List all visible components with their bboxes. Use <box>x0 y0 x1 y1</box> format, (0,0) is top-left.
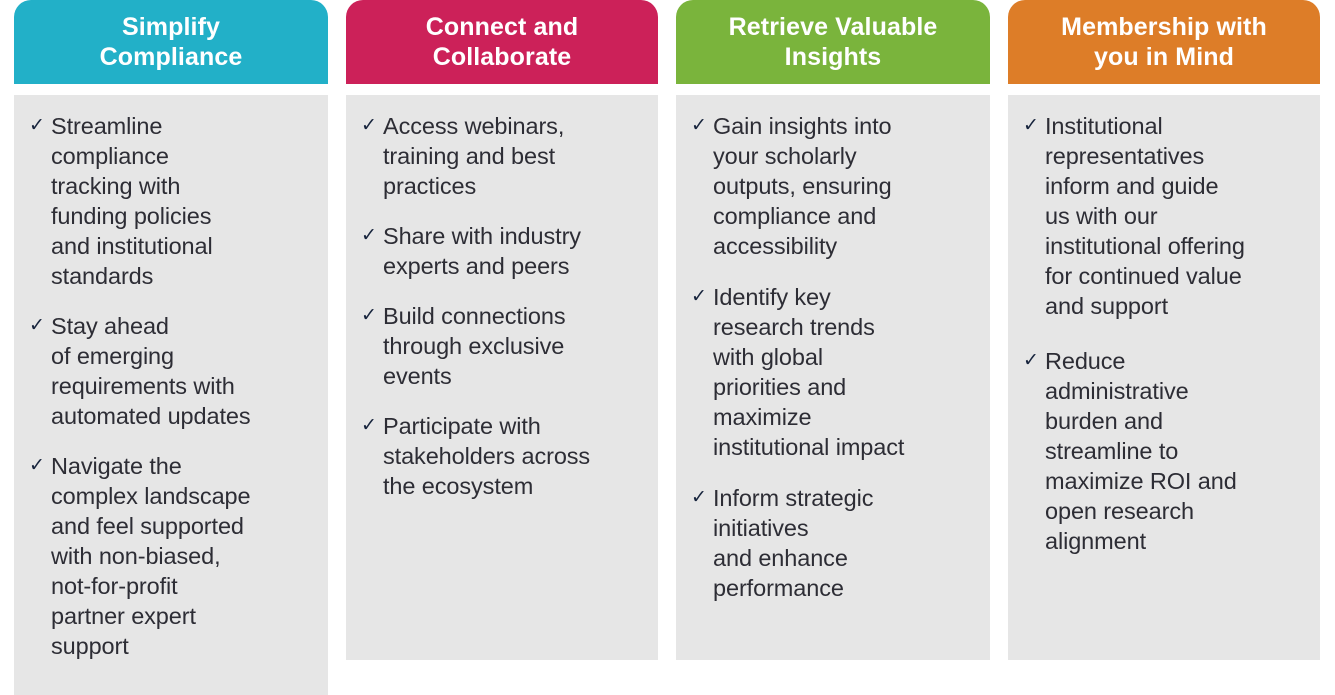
bullet-list: ✓ Access webinars, training and best pra… <box>356 111 646 501</box>
check-icon: ✓ <box>361 415 377 436</box>
bullet-list: ✓ Institutional representatives inform a… <box>1018 111 1308 556</box>
check-icon: ✓ <box>1023 115 1039 136</box>
list-item: ✓ Institutional representatives inform a… <box>1018 111 1308 321</box>
list-item-text: Navigate the complex landscape and feel … <box>51 453 251 659</box>
list-item-text: Reduce administrative burden and streaml… <box>1045 348 1237 554</box>
check-icon: ✓ <box>361 115 377 136</box>
column-header-line1: Connect and <box>425 12 579 41</box>
list-item-text: Build connections through exclusive even… <box>383 303 566 389</box>
benefit-column-membership-with-you-in-mind: Membership with you in Mind ✓ Institutio… <box>1005 0 1335 660</box>
list-item-text: Streamline compliance tracking with fund… <box>51 113 213 289</box>
column-header-membership-with-you-in-mind: Membership with you in Mind <box>1008 0 1320 84</box>
bullet-list: ✓ Gain insights into your scholarly outp… <box>686 111 978 603</box>
column-header-connect-and-collaborate: Connect and Collaborate <box>346 0 658 84</box>
list-item: ✓ Gain insights into your scholarly outp… <box>686 111 978 261</box>
check-icon: ✓ <box>361 225 377 246</box>
benefit-column-connect-and-collaborate: Connect and Collaborate ✓ Access webinar… <box>343 0 673 660</box>
column-header-line2: Compliance <box>99 43 243 71</box>
list-item: ✓ Participate with stakeholders across t… <box>356 411 646 501</box>
header-body-gap <box>676 84 990 95</box>
benefit-column-retrieve-valuable-insights: Retrieve Valuable Insights ✓ Gain insigh… <box>673 0 1005 660</box>
check-icon: ✓ <box>691 115 707 136</box>
list-item: ✓ Stay ahead of emerging requirements wi… <box>24 311 316 431</box>
list-item-text: Participate with stakeholders across the… <box>383 413 591 499</box>
check-icon: ✓ <box>361 305 377 326</box>
list-item: ✓ Inform strategic initiatives and enhan… <box>686 483 978 603</box>
list-item: ✓ Reduce administrative burden and strea… <box>1018 346 1308 556</box>
check-icon: ✓ <box>691 286 707 307</box>
list-item-text: Access webinars, training and best pract… <box>383 113 565 199</box>
check-icon: ✓ <box>1023 350 1039 371</box>
list-item-text: Inform strategic initiatives and enhance… <box>713 485 874 601</box>
column-body-connect-and-collaborate: ✓ Access webinars, training and best pra… <box>346 95 658 660</box>
check-icon: ✓ <box>29 115 45 136</box>
list-item-text: Share with industry experts and peers <box>383 223 581 279</box>
list-item-text: Stay ahead of emerging requirements with… <box>51 313 251 429</box>
column-header-simplify-compliance: Simplify Compliance <box>14 0 328 84</box>
column-header-line2: Collaborate <box>432 43 572 71</box>
list-item: ✓ Build connections through exclusive ev… <box>356 301 646 391</box>
list-item-text: Institutional representatives inform and… <box>1045 113 1245 319</box>
header-body-gap <box>1008 84 1320 95</box>
list-item: ✓ Navigate the complex landscape and fee… <box>24 451 316 661</box>
check-icon: ✓ <box>29 455 45 476</box>
header-body-gap <box>14 84 328 95</box>
column-header-line2: Insights <box>784 43 882 71</box>
column-header-retrieve-valuable-insights: Retrieve Valuable Insights <box>676 0 990 84</box>
column-body-simplify-compliance: ✓ Streamline compliance tracking with fu… <box>14 95 328 695</box>
column-body-membership-with-you-in-mind: ✓ Institutional representatives inform a… <box>1008 95 1320 660</box>
list-item-text: Gain insights into your scholarly output… <box>713 113 892 259</box>
column-header-line1: Membership with <box>1061 12 1267 41</box>
column-header-line1: Simplify <box>121 12 221 41</box>
header-body-gap <box>346 84 658 95</box>
column-body-retrieve-valuable-insights: ✓ Gain insights into your scholarly outp… <box>676 95 990 660</box>
list-item: ✓ Identify key research trends with glob… <box>686 282 978 462</box>
benefit-column-simplify-compliance: Simplify Compliance ✓ Streamline complia… <box>0 0 343 695</box>
bullet-list: ✓ Streamline compliance tracking with fu… <box>24 111 316 661</box>
column-header-line1: Retrieve Valuable <box>728 12 938 41</box>
column-header-line2: you in Mind <box>1094 43 1234 71</box>
list-item: ✓ Share with industry experts and peers <box>356 221 646 281</box>
list-item: ✓ Access webinars, training and best pra… <box>356 111 646 201</box>
check-icon: ✓ <box>29 315 45 336</box>
list-item-text: Identify key research trends with global… <box>713 284 905 460</box>
check-icon: ✓ <box>691 487 707 508</box>
list-item: ✓ Streamline compliance tracking with fu… <box>24 111 316 291</box>
